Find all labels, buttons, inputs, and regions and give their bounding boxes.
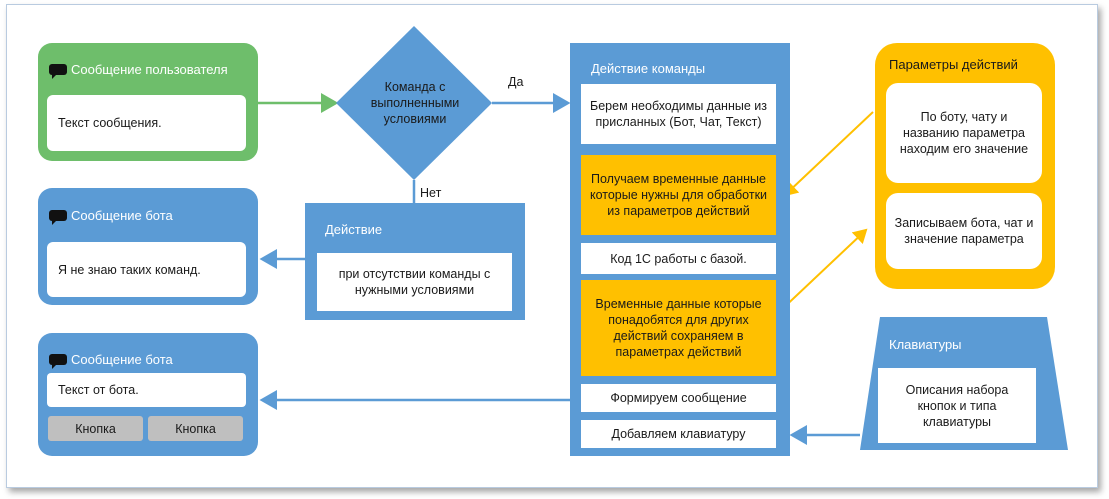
command-step-2: Получаем временные данные которые нужны … (581, 155, 776, 235)
decision-diamond (336, 26, 492, 180)
chat-bubble-icon (49, 210, 67, 225)
bot-message-2-text: Текст от бота. (47, 373, 246, 407)
bot-message-box-1: Сообщение бота Я не знаю таких команд. (38, 188, 258, 305)
action-params-find: По боту, чату и названию параметра наход… (886, 83, 1042, 183)
command-step-4: Временные данные которые понадобятся для… (581, 280, 776, 376)
action-box: Действие при отсутствии команды с нужным… (305, 203, 525, 320)
user-message-box: Сообщение пользователя Текст сообщения. (38, 43, 258, 161)
arrow-params-to-get (783, 111, 874, 197)
command-step-3: Код 1С работы с базой. (581, 243, 776, 274)
arrow-save-to-params (777, 228, 868, 314)
bot-message-box-2: Сообщение бота Текст от бота. Кнопка Кно… (38, 333, 258, 456)
decision-text: Команда с выполненными условиями (370, 80, 460, 126)
action-params-save: Записываем бота, чат и значение параметр… (886, 193, 1042, 269)
command-action-box: Действие команды Берем необходимы данные… (570, 43, 790, 456)
action-params-title: Параметры действий (889, 57, 1018, 72)
keyboards-text: Описания набора кнопок и типа клавиатуры (878, 368, 1036, 443)
keyboard-button-1[interactable]: Кнопка (48, 416, 143, 441)
user-message-text: Текст сообщения. (47, 95, 246, 151)
chat-bubble-icon (49, 64, 67, 79)
action-text: при отсутствии команды с нужными условия… (317, 253, 512, 311)
bot-message-2-title: Сообщение бота (71, 352, 173, 367)
user-message-title: Сообщение пользователя (71, 62, 228, 77)
bot-message-1-text: Я не знаю таких команд. (47, 242, 246, 297)
action-params-box: Параметры действий По боту, чату и назва… (875, 43, 1055, 289)
decision-no-label: Нет (420, 186, 442, 200)
chat-bubble-icon (49, 354, 67, 369)
command-step-1: Берем необходимы данные из присланных (Б… (581, 84, 776, 144)
action-title: Действие (325, 222, 383, 237)
command-step-5: Формируем сообщение (581, 384, 776, 412)
command-step-6: Добавляем клавиатуру (581, 420, 776, 448)
decision-yes-label: Да (508, 75, 524, 89)
command-action-title: Действие команды (591, 61, 706, 76)
keyboards-title: Клавиатуры (889, 337, 962, 352)
keyboard-button-2[interactable]: Кнопка (148, 416, 243, 441)
bot-message-1-title: Сообщение бота (71, 208, 173, 223)
